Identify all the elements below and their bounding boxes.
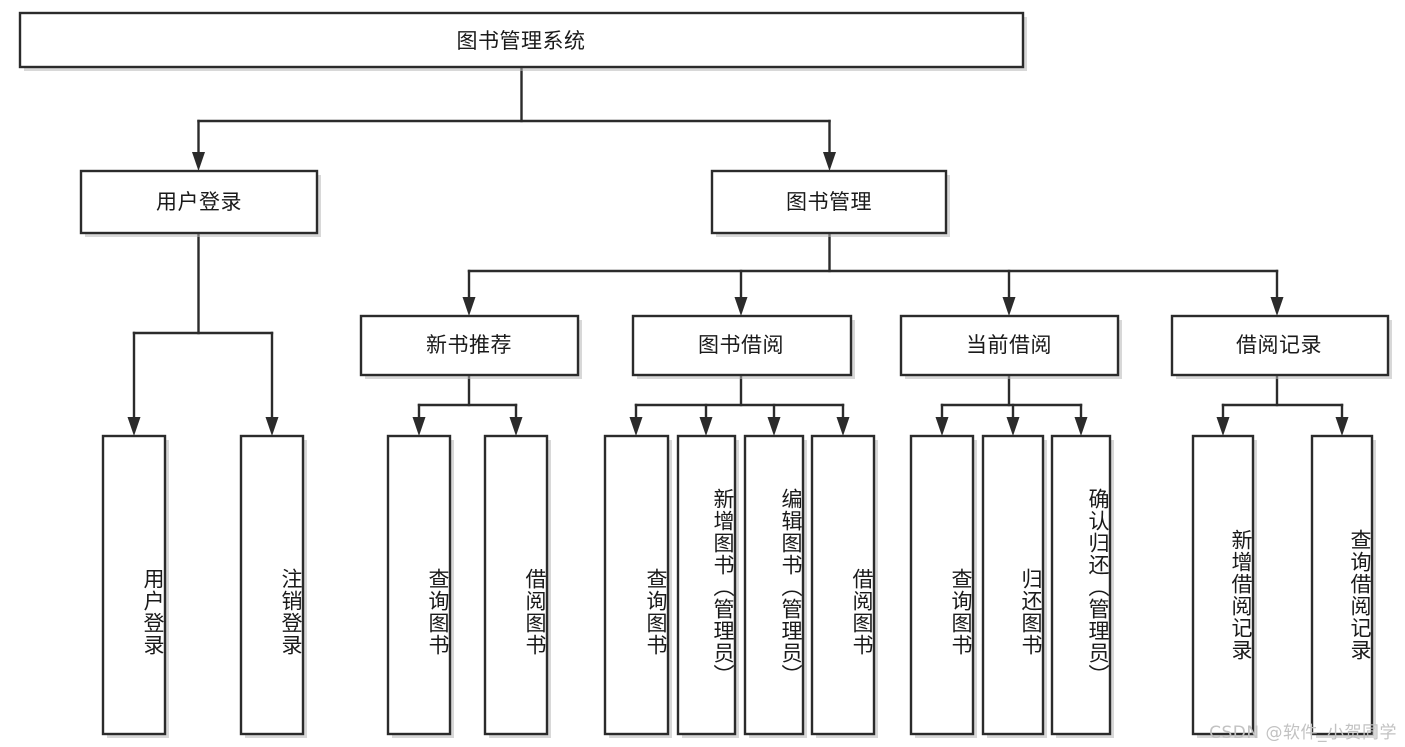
connector-user-login-to-leaves xyxy=(127,231,279,436)
node-book-borrow[interactable]: 图书借阅 xyxy=(631,314,855,379)
node-user-login[interactable]: 用户登录 xyxy=(79,169,321,237)
connector-root-to-level2 xyxy=(192,65,836,171)
leaf-box-borrow-book-recommend[interactable] xyxy=(483,434,549,736)
node-new-book-recommend[interactable]: 新书推荐 xyxy=(359,314,582,379)
connector-current-borrow-to-leaves xyxy=(935,373,1088,436)
leaf-box-borrow-book[interactable] xyxy=(810,434,876,736)
node-book-management-label: 图书管理 xyxy=(786,190,872,214)
node-current-borrow[interactable]: 当前借阅 xyxy=(899,314,1122,379)
csdn-watermark: CSDN @软件_小贺同学 xyxy=(1209,723,1397,743)
leaf-box-query-book-current[interactable] xyxy=(909,434,975,736)
connector-book-mgmt-to-level3 xyxy=(462,231,1284,316)
node-root-label: 图书管理系统 xyxy=(457,29,586,53)
node-borrow-record[interactable]: 借阅记录 xyxy=(1170,314,1392,379)
node-user-login-label: 用户登录 xyxy=(156,190,242,214)
leaf-box-query-book-recommend[interactable] xyxy=(386,434,452,736)
leaf-box-return-book[interactable] xyxy=(981,434,1045,736)
leaf-box-logout[interactable] xyxy=(239,434,305,736)
node-book-borrow-label: 图书借阅 xyxy=(698,333,784,357)
connector-new-book-to-leaves xyxy=(412,373,523,436)
connector-record-to-leaves xyxy=(1216,373,1349,436)
node-root[interactable]: 图书管理系统 xyxy=(18,11,1027,71)
leaf-box-query-borrow-record[interactable] xyxy=(1310,434,1374,736)
leaf-box-confirm-return-admin[interactable] xyxy=(1050,434,1112,736)
leaf-box-query-book-borrow[interactable] xyxy=(603,434,670,736)
leaf-box-add-borrow-record[interactable] xyxy=(1191,434,1255,736)
leaf-boxes xyxy=(101,434,1376,738)
node-borrow-record-label: 借阅记录 xyxy=(1236,333,1322,357)
leaf-box-user-login[interactable] xyxy=(101,434,167,736)
node-new-book-recommend-label: 新书推荐 xyxy=(426,333,512,357)
node-current-borrow-label: 当前借阅 xyxy=(966,333,1052,357)
connector-borrow-to-leaves xyxy=(629,373,850,436)
leaf-box-add-book-admin[interactable] xyxy=(676,434,737,736)
node-book-management[interactable]: 图书管理 xyxy=(710,169,950,237)
leaf-box-edit-book-admin[interactable] xyxy=(743,434,805,736)
